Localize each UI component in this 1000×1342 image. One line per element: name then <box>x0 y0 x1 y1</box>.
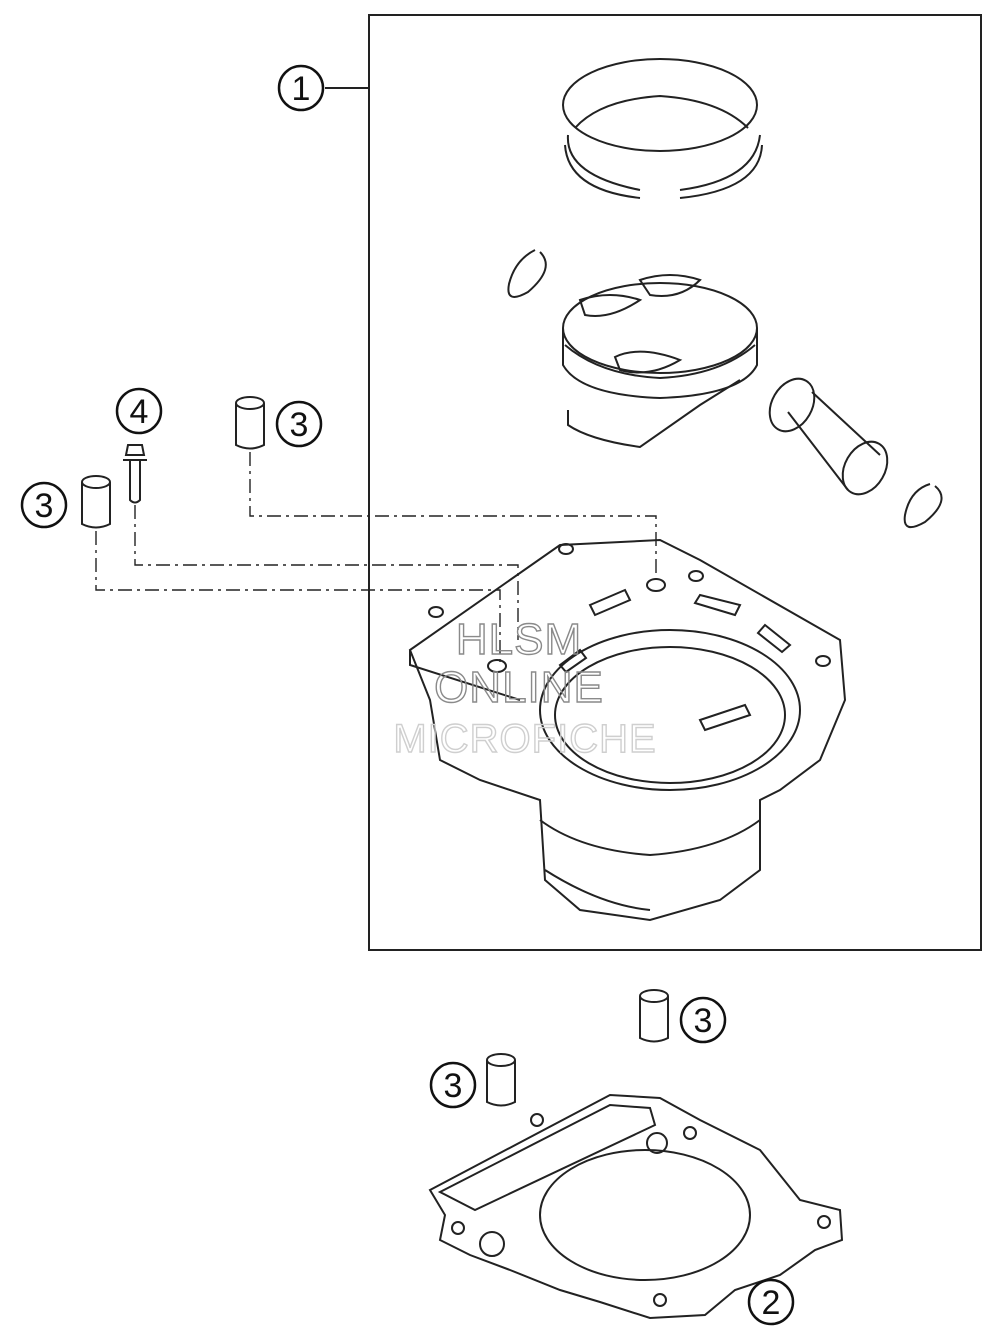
dowel-left[interactable] <box>81 475 111 529</box>
callout-3-left-label: 3 <box>35 487 54 525</box>
circlip-lower[interactable] <box>903 483 943 529</box>
callout-3-bottom-right-label: 3 <box>694 1002 713 1040</box>
watermark-line-1: HLSM <box>456 615 582 664</box>
cylinder[interactable] <box>408 538 847 922</box>
callout-1-label: 1 <box>292 70 311 108</box>
dowel-bottom-right[interactable] <box>639 989 669 1043</box>
callout-3-top[interactable]: 3 <box>275 400 323 448</box>
watermark: HLSM ONLINE MICROFICHE <box>393 614 657 761</box>
callout-3-top-label: 3 <box>290 406 309 444</box>
dowel-bottom-left[interactable] <box>486 1053 516 1107</box>
piston-pin[interactable] <box>761 371 897 502</box>
watermark-line-3: MICROFICHE <box>393 717 656 761</box>
callout-4-label: 4 <box>130 393 149 431</box>
callout-3-left[interactable]: 3 <box>20 481 68 529</box>
assembly-leaders <box>95 452 657 662</box>
bolt[interactable] <box>123 444 147 504</box>
callout-2[interactable]: 2 <box>747 1278 795 1326</box>
watermark-line-2: ONLINE <box>434 663 604 712</box>
kit-frame <box>368 14 982 951</box>
dowel-top[interactable] <box>235 396 265 450</box>
callout-4[interactable]: 4 <box>115 387 163 435</box>
base-gasket[interactable] <box>428 1093 844 1320</box>
circlip-upper[interactable] <box>507 249 547 298</box>
callout-3-bottom-right[interactable]: 3 <box>679 996 727 1044</box>
piston[interactable] <box>562 274 758 449</box>
callout-3-bottom-left-label: 3 <box>444 1067 463 1105</box>
callout-3-bottom-left[interactable]: 3 <box>429 1061 477 1109</box>
piston-rings[interactable] <box>562 58 763 199</box>
callout-1[interactable]: 1 <box>277 64 325 112</box>
callout-2-label: 2 <box>762 1284 781 1322</box>
